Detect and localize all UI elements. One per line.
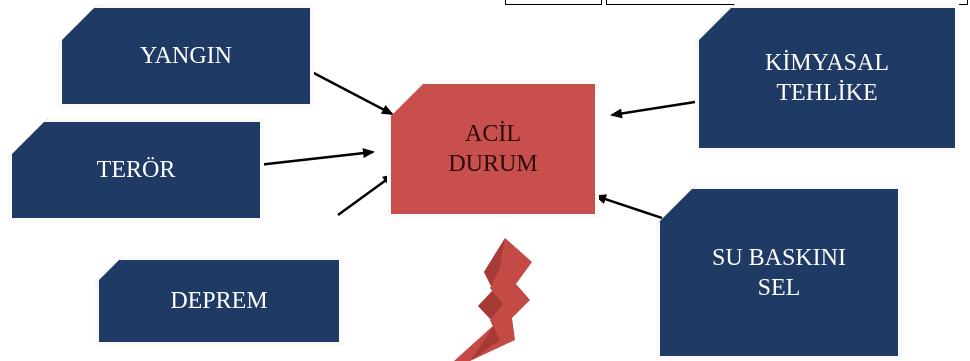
node-acil-durum: ACİL DURUM bbox=[387, 80, 599, 218]
node-kimyasal-tehlike: KİMYASAL TEHLİKE bbox=[695, 4, 959, 152]
node-yangin-label: YANGIN bbox=[140, 43, 232, 69]
node-yangin: YANGIN bbox=[58, 4, 314, 108]
node-su-baskini: SU BASKINI SEL bbox=[656, 185, 902, 360]
arrow-su-baskini bbox=[594, 194, 663, 220]
node-kimyasal-tehlike-label: KİMYASAL TEHLİKE bbox=[764, 50, 889, 106]
node-teror-label: TERÖR bbox=[96, 157, 176, 183]
arrow-teror bbox=[257, 148, 375, 167]
node-su-baskini-label: SU BASKINI SEL bbox=[711, 244, 846, 301]
node-acil-durum-label: ACİL DURUM bbox=[448, 121, 538, 177]
node-teror: TERÖR bbox=[8, 118, 264, 222]
arrow-kimyasal bbox=[610, 100, 696, 119]
arrow-deprem bbox=[337, 173, 395, 217]
lightning-bolt-icon bbox=[454, 238, 532, 361]
top-rule-left bbox=[505, 0, 602, 5]
node-deprem-label: DEPREM bbox=[170, 288, 268, 314]
arrow-yangin bbox=[307, 68, 394, 116]
node-deprem: DEPREM bbox=[95, 256, 343, 346]
